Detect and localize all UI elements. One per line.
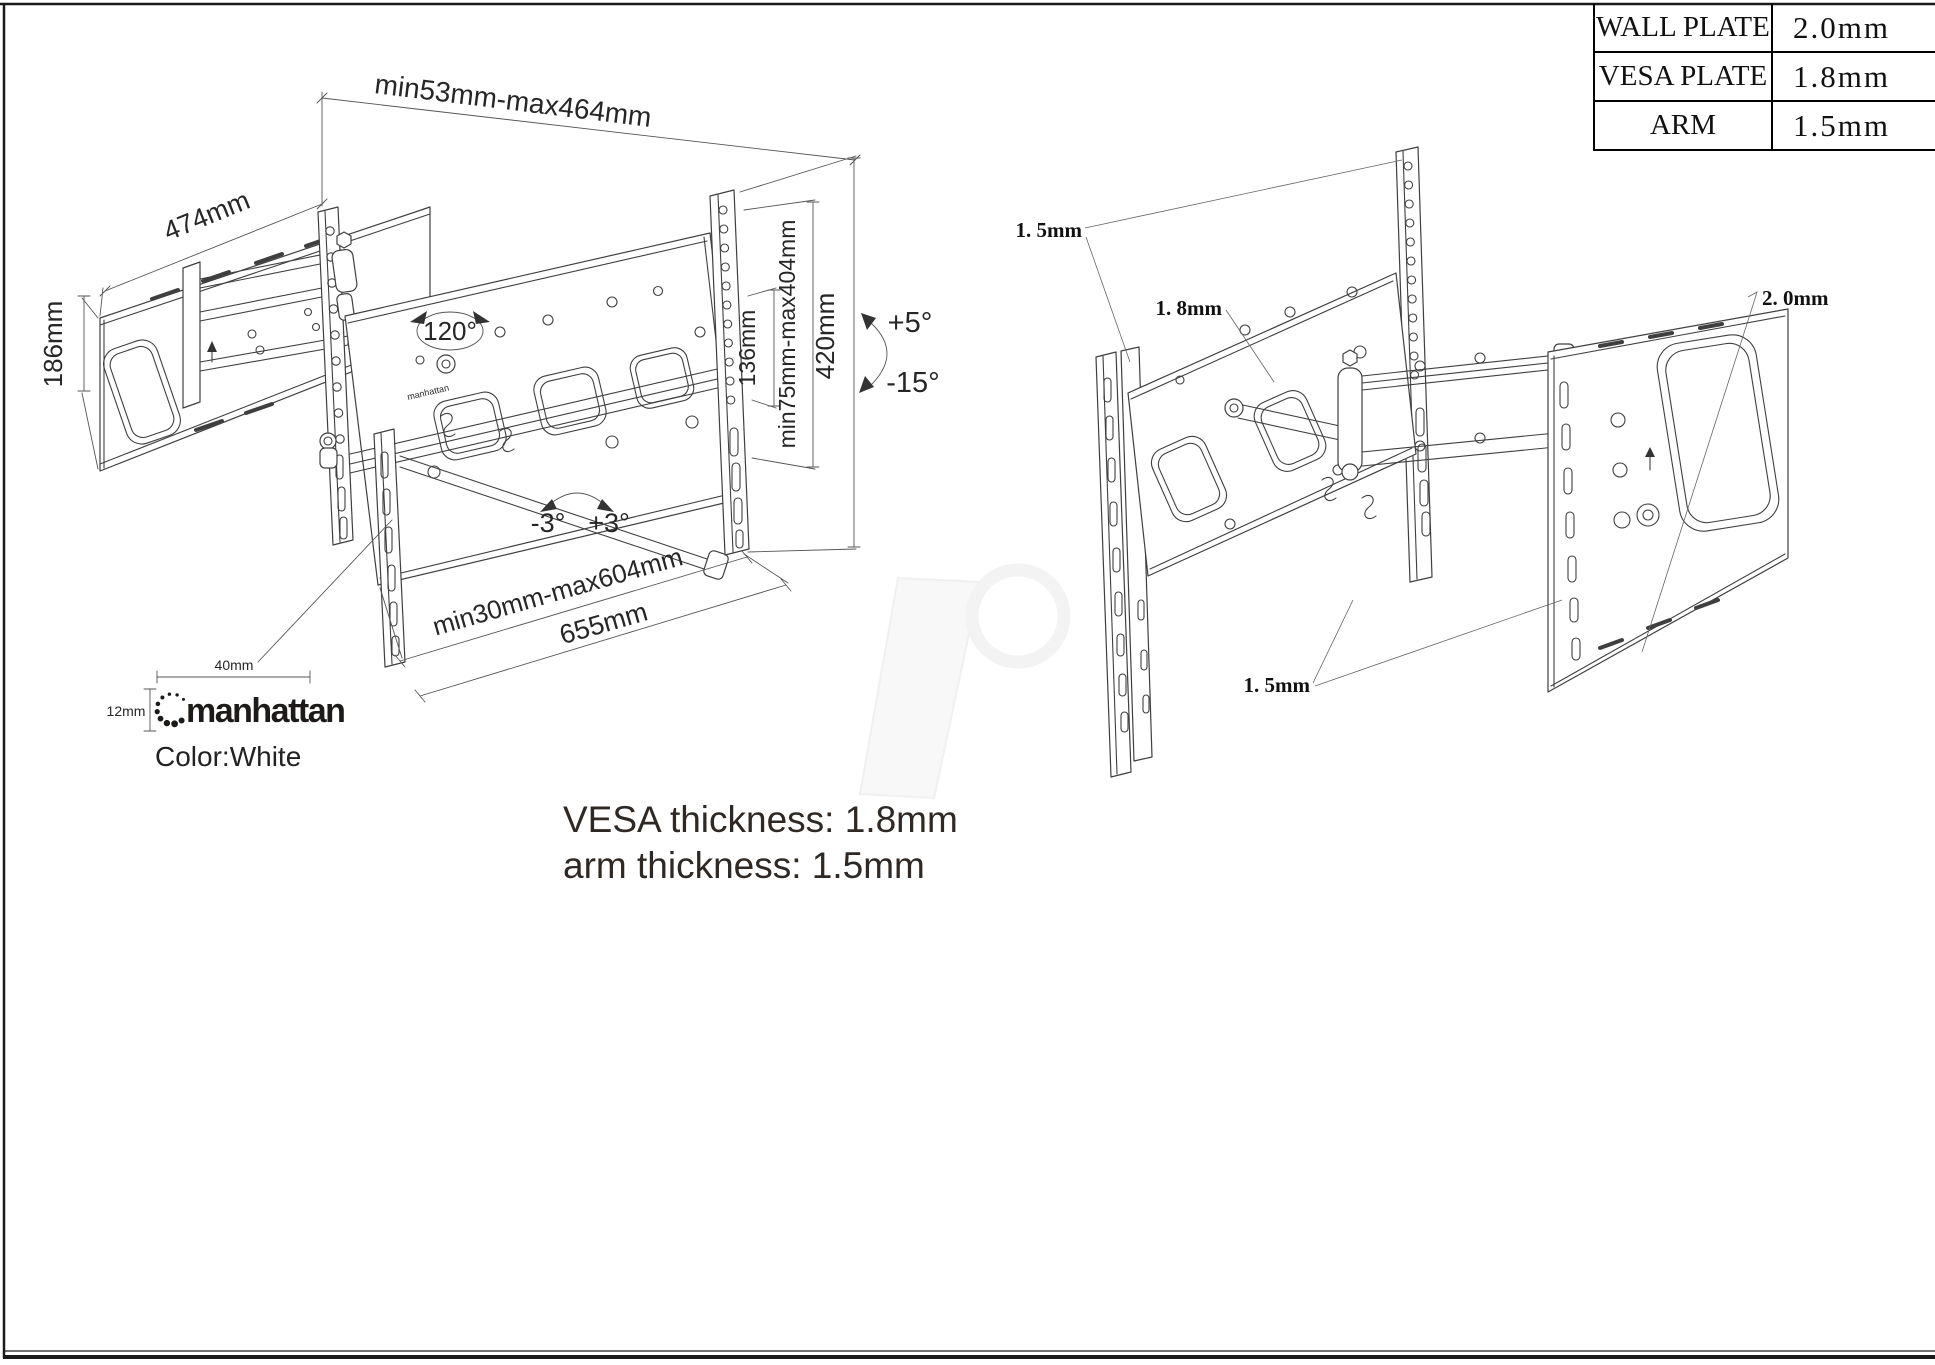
spec-label: ARM	[1595, 102, 1773, 149]
vesa-thickness-callout: 1. 8mm	[1156, 296, 1223, 320]
right-assembled-diagram: 1. 5mm 1. 8mm 2. 0mm 1. 5mm	[1016, 146, 1829, 778]
orientation-arrow-icon	[207, 341, 217, 363]
logo-width-label: 40mm	[215, 657, 254, 673]
table-row: ARM 1.5mm	[1595, 102, 1935, 151]
level-minus-label: -3°	[531, 508, 566, 538]
wall-thickness-callout: 2. 0mm	[1762, 286, 1829, 310]
brand-wordmark: manhattan	[186, 692, 344, 730]
dim-wall-height: 186mm	[38, 301, 68, 388]
spec-value: 2.0mm	[1793, 9, 1890, 45]
color-note: Color:White	[155, 741, 301, 772]
thickness-notes: VESA thickness: 1.8mm arm thickness: 1.5…	[563, 797, 958, 889]
spec-value: 1.8mm	[1793, 58, 1890, 94]
brand-logo-block: 40mm 12mm manhattan Color:White	[107, 519, 393, 772]
table-row: WALL PLATE 2.0mm	[1595, 4, 1935, 53]
spec-value: 1.5mm	[1793, 107, 1890, 143]
table-row: VESA PLATE 1.8mm	[1595, 53, 1935, 102]
tilt-down-label: -15°	[886, 367, 940, 399]
arm-thickness-callout-bottom: 1. 5mm	[1244, 673, 1311, 697]
tv-rail-pair	[1095, 346, 1153, 778]
swivel-angle-label: 120°	[423, 316, 477, 346]
s-hook-clip-icon	[499, 427, 515, 453]
dim-vesa-vertical: min75mm-max404mm	[774, 220, 800, 449]
level-plus-label: +3°	[588, 508, 630, 538]
vesa-plate-assembled	[1127, 272, 1417, 577]
arm-thickness-callout-top: 1. 5mm	[1016, 218, 1083, 242]
orientation-arrow-icon	[1645, 447, 1655, 471]
left-exploded-diagram: manhattan	[38, 68, 940, 703]
thickness-callouts: 1. 5mm 1. 8mm 2. 0mm 1. 5mm	[1016, 159, 1829, 697]
arm-thickness-note: arm thickness: 1.5mm	[563, 845, 925, 886]
tilt-up-label: +5°	[888, 307, 933, 339]
dim-slot-gap: 136mm	[734, 310, 760, 387]
watermark-logo	[858, 563, 1071, 800]
spec-label: VESA PLATE	[1595, 53, 1773, 100]
s-hook-clip-icon	[1361, 494, 1377, 520]
dim-total-width: 655mm	[556, 597, 651, 651]
tv-bracket-rail-left	[317, 206, 358, 546]
s-hook-clip-icon	[1321, 476, 1337, 502]
s-hook-clip-icon	[440, 412, 456, 438]
wall-plate-assembled	[1547, 308, 1789, 693]
dim-top-span: min53mm-max464mm	[373, 68, 653, 133]
dim-bracket-height: 420mm	[810, 293, 840, 380]
logo-height-label: 12mm	[107, 703, 146, 719]
vesa-thickness-note: VESA thickness: 1.8mm	[563, 799, 958, 840]
thickness-spec-table: WALL PLATE 2.0mm VESA PLATE 1.8mm ARM 1.…	[1593, 4, 1935, 151]
tv-bracket-rail-lower	[373, 428, 406, 668]
tv-bracket-rail-right	[709, 189, 750, 556]
spec-label: WALL PLATE	[1595, 4, 1773, 51]
manhattan-dots-icon	[154, 692, 185, 728]
